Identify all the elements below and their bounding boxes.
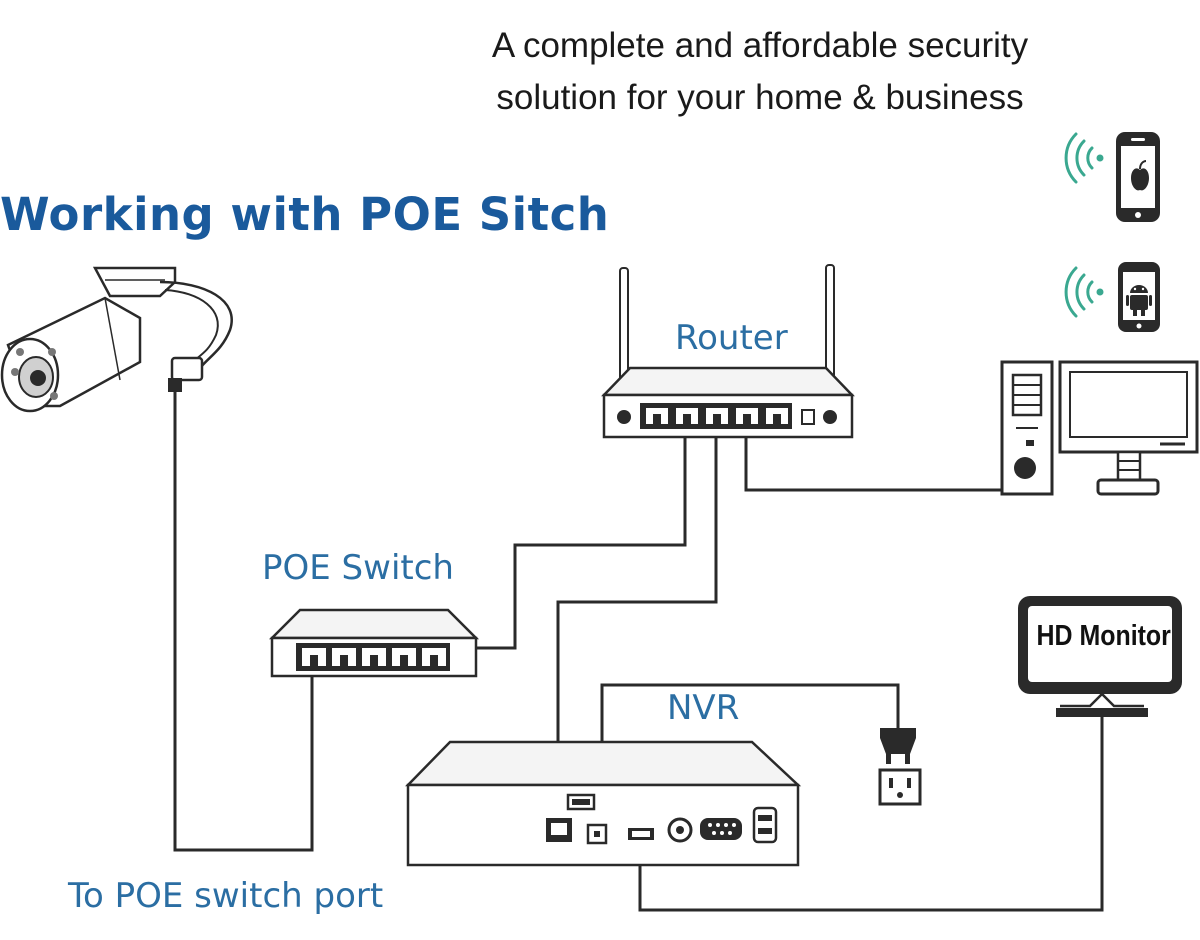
hd-monitor-label: HD Monitor — [1036, 620, 1171, 652]
camera-port-note: To POE switch port — [68, 876, 384, 916]
cable-router-to-desktop — [744, 430, 1002, 492]
apple-phone-icon — [1116, 132, 1160, 222]
cable-router-to-nvr — [556, 430, 718, 818]
wall-outlet-icon — [878, 768, 922, 806]
wifi-signal-icon — [1064, 132, 1094, 184]
nvr-icon — [405, 740, 802, 867]
android-phone-icon — [1118, 262, 1160, 332]
poe-switch-icon — [268, 608, 480, 678]
cable-nvr-to-monitor — [638, 717, 1104, 912]
wifi-signal-icon — [1064, 266, 1094, 318]
router-label: Router — [675, 318, 788, 358]
hd-monitor-icon — [1018, 596, 1182, 717]
poe-switch-label: POE Switch — [262, 548, 454, 588]
tagline-line-2: solution for your home & business — [496, 78, 1024, 117]
tagline-line-1: A complete and affordable security — [491, 26, 1029, 65]
nvr-label: NVR — [667, 688, 740, 728]
diagram-title: Working with POE Sitch — [0, 188, 610, 241]
wifi-dot — [1096, 154, 1104, 162]
desktop-computer-icon — [1000, 360, 1199, 496]
cable-camera-to-switch — [173, 390, 314, 852]
router-icon — [601, 264, 855, 439]
bullet-camera-icon — [0, 266, 233, 413]
cable-switch-to-router — [475, 430, 687, 650]
power-plug-icon — [880, 728, 916, 764]
wifi-dot — [1096, 288, 1104, 296]
